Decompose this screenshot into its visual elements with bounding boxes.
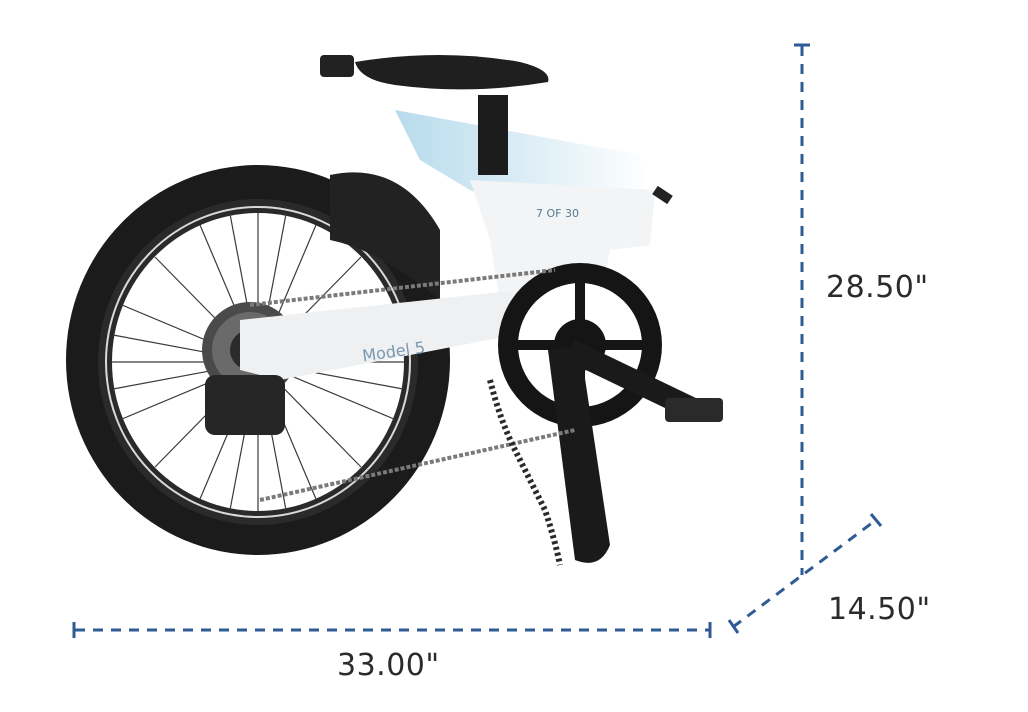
width-dimension-label: 14.50" bbox=[828, 592, 931, 627]
dimension-lines bbox=[72, 43, 883, 638]
frame bbox=[240, 110, 673, 380]
chain bbox=[249, 268, 576, 502]
edition-decal: 7 OF 30 bbox=[536, 207, 579, 220]
length-dimension-label: 33.00" bbox=[337, 648, 440, 683]
seat bbox=[320, 55, 549, 175]
height-dimension-label: 28.50" bbox=[826, 270, 929, 305]
